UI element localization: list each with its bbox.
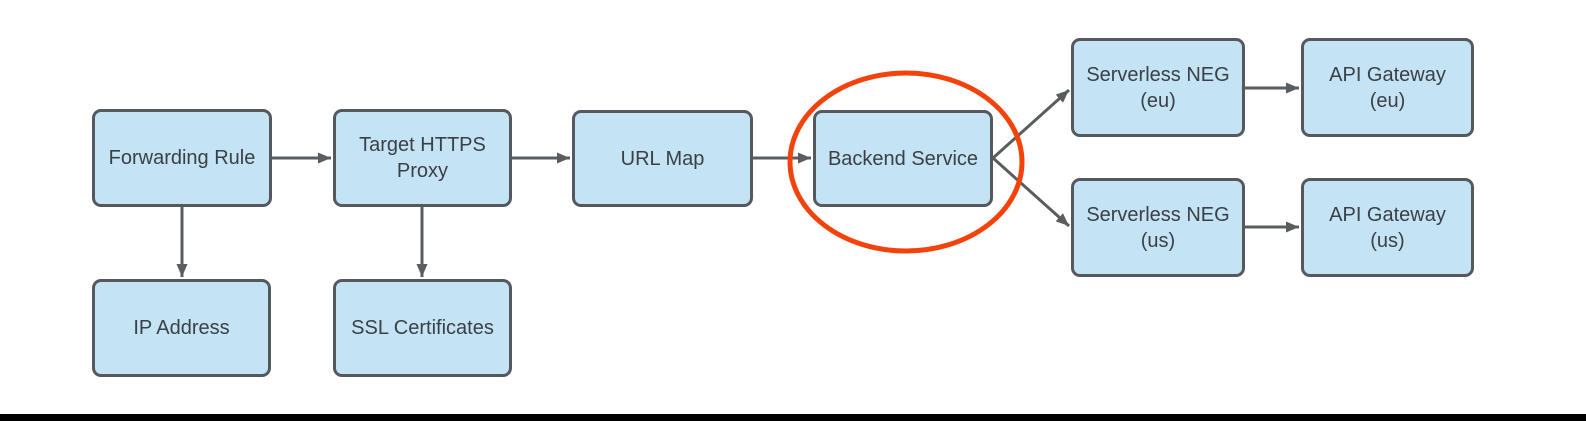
bottom-edge-bar <box>0 414 1586 421</box>
node-target-https-proxy: Target HTTPS Proxy <box>333 109 512 207</box>
arrow-backend-service-to-serverless-neg-eu <box>991 88 1071 160</box>
node-ssl-certificates: SSL Certificates <box>333 279 512 377</box>
node-forwarding-rule: Forwarding Rule <box>92 109 272 207</box>
node-api-gateway-eu: API Gateway (eu) <box>1301 38 1474 137</box>
node-api-gateway-us: API Gateway (us) <box>1301 178 1474 277</box>
node-backend-service: Backend Service <box>813 110 993 207</box>
node-serverless-neg-eu: Serverless NEG (eu) <box>1071 38 1245 137</box>
arrow-backend-service-to-serverless-neg-us <box>991 156 1071 228</box>
node-serverless-neg-us: Serverless NEG (us) <box>1071 178 1245 277</box>
node-ip-address: IP Address <box>92 279 271 377</box>
node-url-map: URL Map <box>572 110 753 207</box>
